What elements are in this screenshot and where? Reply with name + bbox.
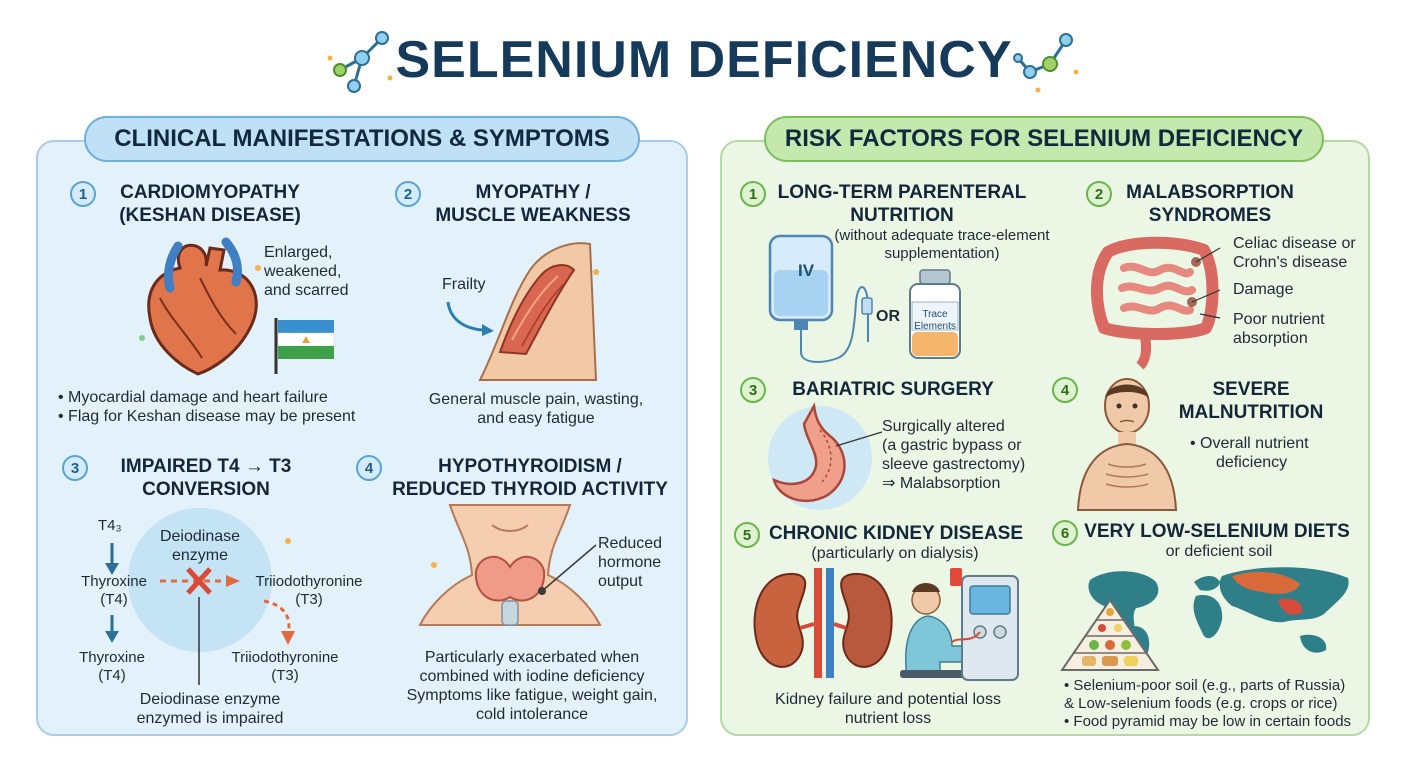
frailty-arrow-icon: [446, 301, 494, 336]
or-label: OR: [876, 308, 900, 325]
thyroxine-label-2: Thyroxine (T4): [79, 649, 145, 684]
molecule-icon-right: [1013, 33, 1079, 93]
heart-label: Enlarged, weakened, and scarred: [264, 244, 349, 299]
section-number-1: 1: [70, 181, 96, 207]
poor-absorption-label: Poor nutrient absorption: [1233, 311, 1325, 347]
food-pyramid-icon: [1060, 598, 1160, 671]
malnutrition-description: • Overall nutrient deficiency: [1190, 435, 1309, 471]
risk-number-6: 6: [1052, 520, 1078, 546]
section-number-3: 3: [62, 455, 88, 481]
low-selenium-bullets: • Selenium-poor soil (e.g., parts of Rus…: [1064, 677, 1352, 730]
section-number-2: 2: [395, 181, 421, 207]
molecule-icon-left: [327, 31, 393, 93]
hypothyroidism-title: HYPOTHYROIDISM / REDUCED THYROID ACTIVIT…: [392, 456, 668, 500]
t4-t3-conversion-title: IMPAIRED T4 → T3 CONVERSION: [120, 456, 292, 500]
clinical-manifestations-panel: [36, 140, 688, 736]
trace-elements-vial-icon: [909, 269, 961, 359]
iv-bag-icon: [768, 234, 873, 363]
ckd-description: Kidney failure and potential loss nutrie…: [775, 691, 1001, 727]
arm-muscle-icon: [478, 242, 599, 381]
celiac-crohns-label: Celiac disease or Crohn's disease: [1233, 235, 1356, 271]
intestine-icon: [1091, 236, 1221, 370]
parenteral-nutrition-subtitle: (without adequate trace-element suppleme…: [834, 227, 1050, 262]
trace-elements-label: Trace Elements: [914, 309, 956, 332]
myopathy-description: General muscle pain, wasting, and easy f…: [428, 391, 644, 427]
risk-number-5: 5: [734, 522, 760, 548]
triiodothyronine-label-2: Triiodothyronine (T3): [231, 649, 339, 684]
keshan-flag-icon: [274, 318, 335, 374]
stomach-icon: [768, 402, 883, 510]
reduced-hormone-label: Reduced hormone output: [598, 535, 663, 590]
page-title: SELENIUM DEFICIENCY: [395, 31, 1013, 89]
clinical-manifestations-header: CLINICAL MANIFESTATIONS & SYMPTOMS: [84, 116, 640, 162]
t43-label: T4₃: [98, 517, 122, 534]
ckd-title: CHRONIC KIDNEY DISEASE: [768, 523, 1024, 544]
bariatric-description: Surgically altered (a gastric bypass or …: [882, 418, 1026, 492]
risk-number-4: 4: [1052, 377, 1078, 403]
frailty-label: Frailty: [442, 276, 486, 293]
risk-factors-header: RISK FACTORS FOR SELENIUM DEFICIENCY: [764, 116, 1324, 162]
risk-number-1: 1: [740, 181, 766, 207]
low-selenium-diets-title: VERY LOW-SELENIUM DIETS: [1084, 521, 1350, 542]
dialysis-patient-icon: [900, 568, 1019, 681]
thyroid-neck-icon: [418, 504, 602, 626]
damage-label: Damage: [1233, 281, 1294, 298]
triiodothyronine-label-1: Triiodothyronine (T3): [255, 573, 363, 608]
malabsorption-title: MALABSORPTION SYNDROMES: [1126, 182, 1294, 226]
bariatric-surgery-title: BARIATRIC SURGERY: [792, 379, 994, 400]
world-map-icon: [1088, 567, 1349, 664]
cardiomyopathy-title: CARDIOMYOPATHY (KESHAN DISEASE): [119, 182, 301, 226]
risk-number-3: 3: [740, 377, 766, 403]
section-number-4: 4: [356, 455, 382, 481]
ckd-subtitle: (particularly on dialysis): [811, 545, 979, 562]
deiodinase-diagram: [105, 508, 295, 685]
kidney-icon: [753, 568, 893, 678]
cardiomyopathy-bullets: • Myocardial damage and heart failure • …: [58, 389, 356, 425]
iv-label: IV: [797, 261, 815, 280]
hypothyroidism-description: Particularly exacerbated when combined w…: [406, 649, 658, 723]
parenteral-nutrition-title: LONG-TERM PARENTERAL NUTRITION: [777, 182, 1027, 226]
malnourished-person-icon: [1076, 378, 1178, 511]
deiodinase-enzyme-label: Deiodinase enzyme: [159, 528, 241, 564]
myopathy-title: MYOPATHY / MUSCLE WEAKNESS: [435, 182, 631, 226]
low-selenium-diets-subtitle: or deficient soil: [1165, 543, 1273, 560]
risk-number-2: 2: [1086, 181, 1112, 207]
heart-icon: [139, 237, 261, 376]
deiodinase-caption: Deiodinase enzyme enzymed is impaired: [136, 691, 284, 727]
thyroxine-label-1: Thyroxine (T4): [81, 573, 147, 608]
severe-malnutrition-title: SEVERE MALNUTRITION: [1178, 379, 1324, 423]
